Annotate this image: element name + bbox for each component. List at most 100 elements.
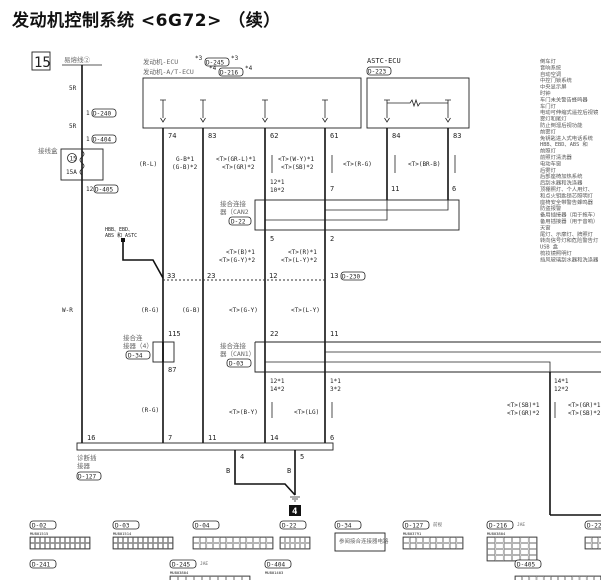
connector-cavity: [148, 543, 153, 549]
connector-id: D-241: [32, 562, 50, 569]
index-list-item: 前雾灯: [540, 127, 557, 135]
engine-at-ecu-label: 发动机-A/T-ECU: [143, 67, 194, 76]
fuse-number-circle: [67, 153, 77, 163]
connector-tag: [402, 520, 430, 530]
wire-color-label: (G-B)*2: [172, 164, 198, 171]
connector-cavity: [495, 549, 504, 555]
pin-label: 7: [168, 434, 172, 442]
connector-tag: [264, 559, 292, 569]
index-list-item: 尾灯、示廓灯、牌照灯: [540, 230, 594, 238]
connector-cavity: [128, 537, 133, 543]
index-list-item: 中央显示屏: [540, 83, 567, 91]
fusible-link-label: 易熔线②: [64, 55, 91, 64]
connector-cavity: [515, 576, 522, 580]
joint-connector-can1: [254, 341, 601, 373]
connector-cavity: [55, 537, 60, 543]
connector-cavity: [113, 537, 118, 543]
connector-tag: [125, 350, 151, 360]
diag-label: 接器: [77, 461, 91, 470]
pin-label: 11: [208, 434, 216, 442]
connector-cavity: [416, 543, 423, 549]
pin-label: 5: [270, 235, 274, 243]
pin-label: 11: [330, 330, 338, 338]
connector-cavity: [543, 576, 551, 580]
index-list-item: 倒车灯: [540, 57, 557, 65]
index-list-item: 前照灯: [540, 147, 557, 155]
pin-label: 22: [270, 330, 278, 338]
connector-cavity: [199, 543, 207, 549]
connector-cavity: [128, 543, 133, 549]
connector-cavity: [50, 543, 55, 549]
connector-cavity: [520, 543, 529, 549]
jc4-label: 接器（4）: [123, 341, 153, 350]
pin-label: 61: [330, 132, 338, 140]
connector-id: D-22: [587, 523, 601, 530]
connector-cavity: [65, 543, 70, 549]
connector-cavity: [226, 543, 233, 549]
wire-color-label: G-B*1: [176, 156, 194, 163]
connector-cavity: [202, 576, 210, 580]
pin-label: 13: [330, 272, 338, 280]
connector-cavity: [30, 537, 35, 543]
connector-cavity: [572, 576, 580, 580]
index-list-item: 前照灯清洗器: [540, 153, 572, 161]
connector-cavity: [40, 537, 45, 543]
can1-label: 接合连接: [220, 341, 247, 350]
pin-label: 12*2: [554, 386, 569, 393]
connector-tag: [279, 520, 307, 530]
connector-cavity: [153, 537, 158, 543]
terminal-icon: [160, 99, 166, 123]
connector-tag: [91, 134, 117, 144]
connector-tag: [169, 559, 197, 569]
connector-cavity: [213, 543, 220, 549]
astc-ecu-box: [366, 77, 470, 129]
terminal-icon: [200, 99, 206, 123]
connector-cavity: [226, 576, 234, 580]
connector-cavity: [246, 537, 253, 543]
connector-cavity: [193, 537, 200, 543]
wire-color-label: <T>(G-Y): [229, 307, 258, 314]
connector-tag: [228, 216, 252, 226]
connector-cavity: [194, 576, 202, 580]
connector-d03: D-03: [229, 361, 244, 368]
connector-cavity: [170, 576, 178, 580]
connector-cavity: [409, 537, 417, 543]
junction-box: [60, 148, 104, 181]
connector-id: D-245: [172, 562, 190, 569]
diagnostic-connector-bar: [76, 442, 334, 451]
index-list-item: 备用插接器（用于音响）: [540, 217, 598, 225]
index-list-item: 转向信号灯和危险警告灯: [540, 236, 599, 244]
connector-cavity: [594, 576, 601, 580]
connector-cavity: [148, 537, 153, 543]
hbb-wire: [122, 240, 164, 279]
signal-arrows: [271, 155, 556, 418]
pin-label: 23: [207, 272, 215, 280]
connector-cavity: [65, 537, 70, 543]
connector-cavity: [487, 549, 496, 555]
pin-label: 12*1: [270, 378, 285, 385]
connector-face: [112, 536, 174, 550]
index-list-item: 电动可伸缩式遥控后视镜: [540, 108, 599, 116]
connector-cavity: [429, 537, 437, 543]
connector-cavity: [85, 543, 90, 549]
connector-cavity: [585, 543, 592, 549]
connector-cavity: [219, 543, 227, 549]
wire-color-label: (G-B): [182, 307, 200, 314]
connector-cavity: [218, 576, 226, 580]
connector-id: D-03: [115, 523, 130, 530]
connector-note-box: [334, 532, 386, 552]
connector-part-number: MU801514: [113, 531, 132, 536]
index-list-item: 时钟: [540, 89, 551, 97]
connector-tag: [584, 520, 601, 530]
terminal-icon: [262, 99, 268, 123]
index-list-item: 车门未关警告蜂鸣器: [540, 95, 588, 103]
connector-cavity: [456, 537, 463, 543]
connector-cavity: [423, 537, 430, 543]
connector-cavity: [503, 537, 512, 543]
connector-cavity: [45, 537, 50, 543]
pin-label: 83: [208, 132, 216, 140]
wire-color-label: W-R: [62, 307, 73, 314]
connector-cavity: [186, 576, 194, 580]
connector-cavity: [512, 549, 521, 555]
